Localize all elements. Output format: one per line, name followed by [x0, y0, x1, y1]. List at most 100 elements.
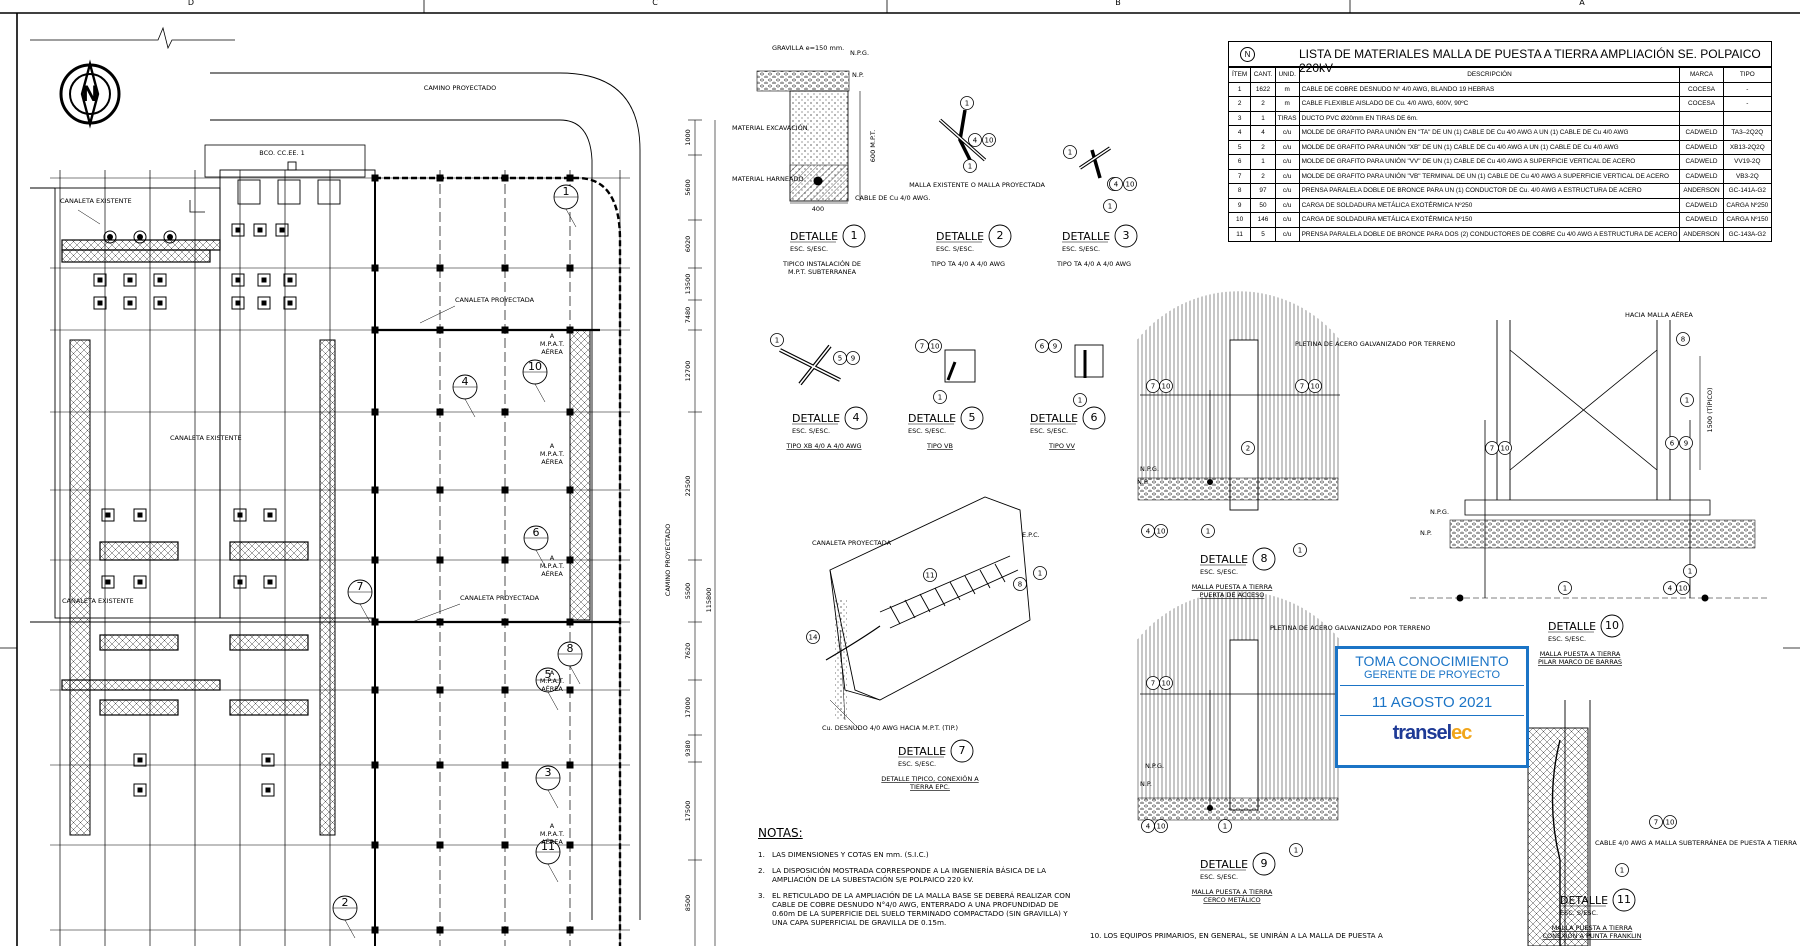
d10-dim: 1500 (TÍPICO) [1705, 387, 1714, 432]
detail-description: TIPO TA 4/0 A 4/0 AWG [930, 260, 1005, 268]
d7-cable: Cu. DESNUDO 4/0 AWG HACIA M.P.T. (TIP.) [822, 724, 958, 732]
materials-cell: CADWELD [1679, 125, 1724, 141]
detail-callout-number: 4 [973, 137, 978, 145]
materials-cell: c/u [1274, 168, 1300, 184]
canaleta-existente-label-2: CANALETA EXISTENTE [170, 434, 242, 442]
plan-callout-number: 2 [342, 896, 349, 909]
d9-pletina: PLETINA DE ACERO GALVANIZADO POR TERRENO [1270, 624, 1430, 632]
detail-callout-number: 11 [926, 572, 935, 580]
materials-cell: 1 [1250, 110, 1276, 126]
materials-cell: GC-143A-G2 [1722, 226, 1773, 242]
detail-description: TIPO XB 4/0 A 4/0 AWG [785, 442, 861, 450]
materials-cell: MOLDE DE GRAFITO PARA UNIÓN "XB" DE UN (… [1298, 139, 1681, 155]
detail-description: TIPO TA 4/0 A 4/0 AWG [1056, 260, 1131, 268]
dim-value: 13500 [684, 274, 692, 295]
d1-cable: CABLE DE Cu 4/0 AWG. [855, 194, 930, 202]
materials-cell: 9 [1227, 197, 1252, 213]
camino-top-label: CAMINO PROYECTADO [424, 84, 496, 92]
detail-callout-number: 8 [1681, 336, 1685, 344]
detail-title: DETALLE [1560, 894, 1608, 907]
detail-callout-number: 4 [1146, 528, 1151, 536]
materials-cell: CARGA Nº250 [1722, 197, 1773, 213]
d1-depth: 600 M.P.T. [869, 130, 877, 162]
detail-description: MALLA PUESTA A TIERRA [1540, 650, 1621, 658]
equipment-symbols [61, 174, 591, 934]
detail-description: TIERRA EPC. [909, 783, 950, 791]
detail-title: DETALLE [792, 412, 840, 425]
canaleta-existente-label-3: CANALETA EXISTENTE [62, 597, 134, 605]
detail-callout-number: 1 [1620, 867, 1624, 875]
note-number: 2. [758, 866, 765, 875]
materials-cell: MOLDE DE GRAFITO PARA UNIÓN "VB" TERMINA… [1298, 168, 1681, 184]
dim-total: 115800 [705, 588, 713, 613]
plan-callout-number: 11 [541, 840, 555, 853]
materials-cell: MOLDE DE GRAFITO PARA UNIÓN EN "TA" DE U… [1298, 125, 1681, 141]
detail-callout-number: 6 [1670, 440, 1675, 448]
materials-cell: COCESA [1679, 96, 1724, 112]
detail-7: CANALETA PROYECTADA E.P.C. Cu. DESNUDO 4… [812, 496, 1040, 732]
detail-description: TIPICO INSTALACIÓN DE [782, 259, 861, 268]
plan-callout-number: 8 [567, 642, 574, 655]
materials-cell: PRENSA PARALELA DOBLE DE BRONCE PARA DOS… [1298, 226, 1681, 242]
materials-cell [1722, 110, 1773, 126]
detail-description: PILAR MARCO DE BARRAS [1538, 658, 1622, 666]
materials-cell: 4 [1227, 125, 1252, 141]
d10-npg: N.P.G. [1430, 508, 1449, 516]
detail-title: DETALLE [1030, 412, 1078, 425]
detail-number: 10 [1605, 619, 1619, 632]
dim-value: 22500 [684, 476, 692, 497]
d8-np: N.P. [1137, 478, 1149, 486]
plan-callout-number: 1 [563, 185, 570, 198]
detail-callout-number: 1 [1068, 149, 1072, 157]
plan-callout-number: 7 [357, 580, 364, 593]
note-item: 3.EL RETICULADO DE LA AMPLIACIÓN DE LA M… [758, 891, 1076, 927]
materials-cell: 11 [1227, 226, 1252, 242]
detail-callout-number: 10 [1666, 819, 1675, 827]
materials-header: N LISTA DE MATERIALES MALLA DE PUESTA A … [1228, 41, 1772, 75]
materials-cell: 7 [1227, 168, 1252, 184]
d1-np: N.P. [852, 71, 864, 79]
materials-cell: CADWELD [1679, 139, 1724, 155]
detail-callout-number: 1 [1206, 528, 1210, 536]
d1-npg: N.P.G. [850, 49, 869, 57]
d9-npg: N.P.G. [1145, 762, 1164, 770]
detail-8: PLETINA DE ACERO GALVANIZADO POR TERRENO… [1137, 291, 1455, 511]
note-item: 2.LA DISPOSICIÓN MOSTRADA CORRESPONDE A … [758, 866, 1076, 884]
d10-np: N.P. [1420, 529, 1432, 537]
detail-description: CONEXIÓN A PUNTA FRANKLIN [1542, 931, 1641, 940]
d2-note: MALLA EXISTENTE O MALLA PROYECTADA [909, 181, 1045, 189]
materials-table: N LISTA DE MATERIALES MALLA DE PUESTA A … [1227, 41, 1774, 256]
detail-callout-number: 4 [1668, 585, 1673, 593]
north-arrow-icon: N [59, 59, 121, 129]
plan-callout-number: 4 [462, 375, 469, 388]
detail-callout-number: 7 [1300, 383, 1304, 391]
materials-header-row: ÍTEM CANT. UNID. DESCRIPCIÓN MARCA TIPO [1227, 67, 1773, 83]
detail-callout-number: 1 [1294, 847, 1298, 855]
plan-callout-number: 5 [545, 668, 552, 681]
transelec-logo: transelec [1338, 722, 1526, 745]
detail-number: 4 [853, 411, 860, 424]
materials-cell [1679, 110, 1724, 126]
materials-symbol: N [1240, 47, 1255, 62]
materials-cell: 146 [1250, 212, 1276, 228]
materials-cell: 4 [1250, 125, 1276, 141]
materials-cell: 5 [1227, 139, 1252, 155]
detail-callout-number: 7 [920, 343, 924, 351]
materials-cell: CABLE FLEXIBLE AISLADO DE Cu. 4/0 AWG, 6… [1298, 96, 1681, 112]
notes-title: NOTAS: [758, 826, 803, 840]
detail-callout-number: 9 [1053, 343, 1057, 351]
detail-callout-number: 10 [1501, 445, 1510, 453]
detail-1: GRAVILLA e=150 mm. N.P.G. N.P. MATERIAL … [732, 44, 930, 213]
materials-cell: 1622 [1250, 81, 1276, 97]
detail-scale: ESC. S/ESC. [1200, 568, 1238, 576]
detail-callout-number: 10 [1157, 528, 1166, 536]
detail-title: DETALLE [790, 230, 838, 243]
detail-11: CABLE 4/0 AWG A MALLA SUBTERRÁNEA DE PUE… [1527, 700, 1797, 946]
materials-cell: c/u [1274, 197, 1300, 213]
detail-title: DETALLE [1062, 230, 1110, 243]
detail-number: 3 [1123, 229, 1130, 242]
